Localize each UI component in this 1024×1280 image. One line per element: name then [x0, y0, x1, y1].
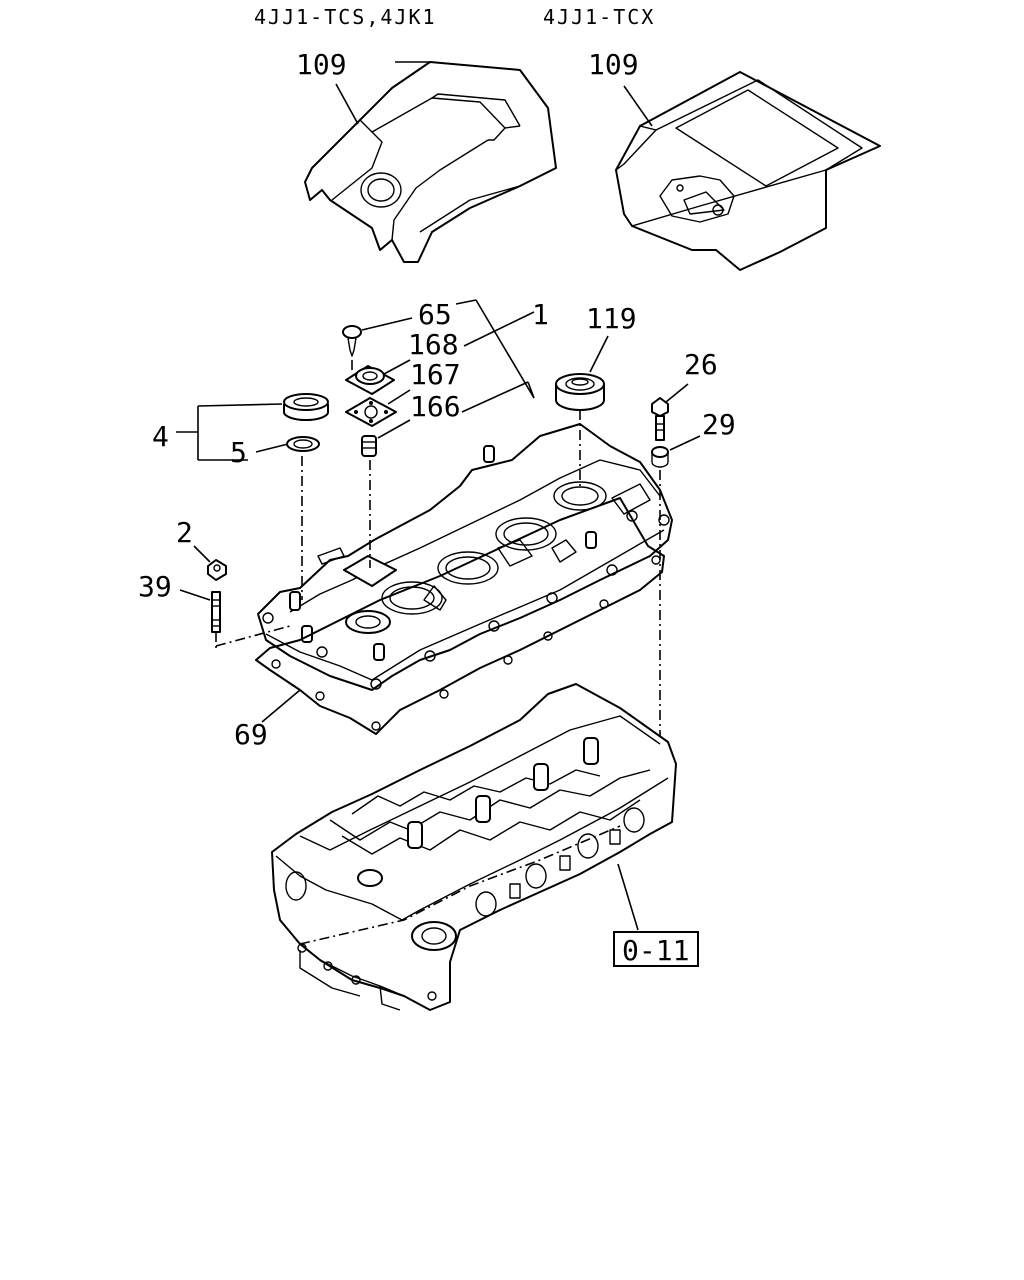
engine-cover-left	[304, 61, 557, 263]
leader-109-right	[623, 85, 653, 127]
part-167	[345, 397, 397, 427]
leader-1	[463, 311, 535, 347]
oil-filler-cap	[283, 393, 329, 421]
oil-cap-gasket	[286, 436, 320, 452]
callout-39: 39	[138, 570, 172, 603]
washer-29	[651, 446, 669, 468]
part-166	[361, 435, 377, 457]
callout-5: 5	[230, 436, 247, 469]
callout-109-right: 109	[588, 48, 639, 81]
callout-69: 69	[234, 718, 268, 751]
engine-cover-right	[615, 71, 881, 271]
header-left-variant: 4JJ1-TCS,4JK1	[254, 5, 437, 29]
reference-box	[613, 931, 699, 967]
callout-65: 65	[418, 298, 452, 331]
callout-166: 166	[410, 390, 461, 423]
callout-109-left: 109	[296, 48, 347, 81]
callout-2: 2	[176, 516, 193, 549]
nut-2	[207, 559, 227, 581]
bolt-26	[651, 397, 669, 441]
callout-4: 4	[152, 420, 169, 453]
callout-119: 119	[586, 302, 637, 335]
reference-0-11: 0-11	[622, 934, 689, 967]
header-right-variant: 4JJ1-TCX	[543, 5, 655, 29]
part-168	[345, 365, 395, 395]
callout-1: 1	[532, 298, 549, 331]
leader-65	[361, 317, 413, 331]
callout-167: 167	[410, 358, 461, 391]
seal-119	[555, 373, 605, 411]
leader-0-11	[617, 863, 639, 931]
stud-39	[211, 591, 221, 633]
callout-29: 29	[702, 408, 736, 441]
leader-109-left	[335, 83, 359, 125]
screw-65	[342, 325, 362, 357]
callout-26: 26	[684, 348, 718, 381]
cylinder-head-cover	[257, 423, 673, 691]
callout-168: 168	[408, 328, 459, 361]
cylinder-head	[271, 683, 677, 1011]
